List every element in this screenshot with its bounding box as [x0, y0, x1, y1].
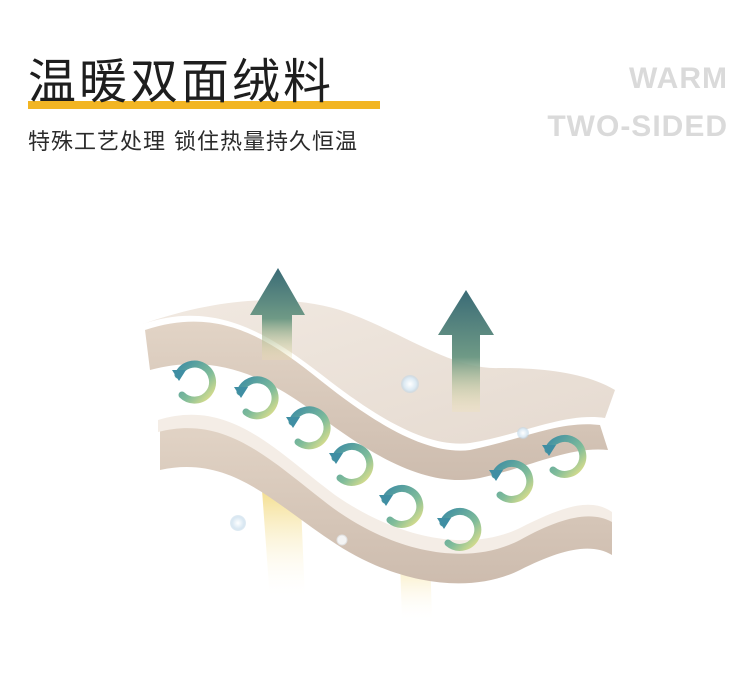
swirl-arrowheads	[172, 370, 556, 529]
bubble-icon	[230, 515, 246, 531]
bubble-icon	[336, 534, 348, 546]
title-underline-bar	[28, 101, 380, 109]
arrow-up-icon	[438, 290, 494, 412]
page-title: 温暖双面绒料	[28, 54, 335, 110]
english-label-warm: WARM	[629, 62, 728, 95]
title-block: 温暖双面绒料	[28, 52, 380, 112]
bubble-icon	[401, 375, 419, 393]
fabric-illustration	[140, 268, 615, 622]
fabric-layer-top	[145, 321, 608, 481]
arrow-up-icon	[250, 268, 305, 360]
english-label-two-sided: TWO-SIDED	[547, 110, 728, 143]
swirl-icon	[174, 360, 587, 551]
bubble-icon	[517, 427, 529, 439]
page-subtitle: 特殊工艺处理 锁住热量持久恒温	[28, 130, 358, 155]
